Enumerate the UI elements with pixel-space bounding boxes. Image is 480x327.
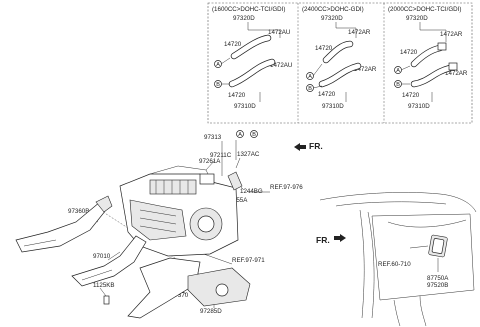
blower-hub xyxy=(197,215,215,233)
floor-duct-97370 xyxy=(127,257,201,319)
ref-label: REF.60-710 xyxy=(378,261,411,268)
part-label-bottom: 97310D xyxy=(322,103,344,110)
part-label: 1244BG xyxy=(240,188,263,195)
circle-b-label: B xyxy=(216,82,220,88)
part-label-a: 14720 xyxy=(224,41,242,48)
variant-header: (2400CC>DOHC-GDI) xyxy=(302,6,364,13)
ref-label: REF.97-976 xyxy=(270,184,303,191)
hvac-vent-grille xyxy=(149,179,197,195)
resistor-icon xyxy=(227,171,243,191)
part-label: 97360B xyxy=(68,208,89,215)
ref-label: REF.97-971 xyxy=(232,257,265,264)
part-label: 97261A xyxy=(199,158,221,165)
hvac-heater-core xyxy=(129,199,187,241)
part-label-top: 97320D xyxy=(233,15,255,22)
front-indicator-upper: FR. xyxy=(294,141,323,151)
part-label-top: 97320D xyxy=(406,15,428,22)
variant-2000cc: (2000CC>DOHC-TCI/GDI) 97320D 1472AR 1472… xyxy=(388,6,468,110)
circle-b-label: B xyxy=(252,132,256,138)
part-label-b: 14720 xyxy=(318,91,336,98)
part-label: 1327AC xyxy=(237,151,260,158)
circle-a-label: A xyxy=(216,62,220,68)
clamp-icon xyxy=(448,62,458,71)
cover-grommet xyxy=(215,283,229,297)
screw-icon xyxy=(103,295,110,305)
circle-b-label: B xyxy=(396,82,400,88)
circle-a-label: A xyxy=(238,132,242,138)
circle-a-icon xyxy=(214,60,222,68)
part-label: 87750A xyxy=(427,275,449,282)
part-label-au2: 1472AR xyxy=(354,66,377,73)
part-label: 97370 xyxy=(171,292,189,299)
front-label: FR. xyxy=(316,235,330,245)
part-label-a: 14720 xyxy=(315,45,333,52)
part-label-b: 14720 xyxy=(402,92,420,99)
circle-a-icon xyxy=(306,72,314,80)
circle-b-label: B xyxy=(308,86,312,92)
part-label: 97285D xyxy=(200,308,222,315)
part-label: 1125KB xyxy=(93,282,115,289)
circle-a-icon xyxy=(236,130,244,138)
part-label-a: 14720 xyxy=(400,49,418,56)
part-label-bottom: 97310D xyxy=(408,103,430,110)
front-label: FR. xyxy=(309,141,323,151)
variant-header: (2000CC>DOHC-TCI/GDI) xyxy=(388,6,461,13)
variant-frame xyxy=(207,2,473,124)
part-label: 97211C xyxy=(210,152,232,159)
side-duct-97360B xyxy=(15,201,107,253)
part-label: 97655A xyxy=(226,197,248,204)
circle-a-label: A xyxy=(396,68,400,74)
front-indicator-lower: FR. xyxy=(316,234,346,245)
circle-a-label: A xyxy=(308,74,312,80)
part-label: 97313 xyxy=(204,134,222,141)
part-label-au2: 1472AU xyxy=(270,62,292,69)
part-label-b: 14720 xyxy=(228,92,246,99)
front-arrow-icon xyxy=(334,234,346,242)
part-label-au1: 1472AU xyxy=(268,29,290,36)
rear-duct-97010 xyxy=(71,235,147,287)
variant-header: (1600CC>DOHC-TCI/GDI) xyxy=(212,6,285,13)
part-label-bottom: 97310D xyxy=(234,103,256,110)
circle-b-icon xyxy=(250,130,258,138)
part-label: 97520B xyxy=(427,282,448,289)
part-label-au1: 1472AR xyxy=(348,29,371,36)
main-assembly: 97313 97211C 97261A 1327AC 1244BG 97655A… xyxy=(15,130,303,319)
part-label: 97010 xyxy=(93,253,111,260)
part-label-au1: 1472AR xyxy=(440,31,463,38)
part-label-top: 97320D xyxy=(321,15,343,22)
clamp-icon xyxy=(437,42,447,51)
part-label-au2: 1472AR xyxy=(445,70,468,77)
variant-1600cc: (1600CC>DOHC-TCI/GDI) 97320D 14720 1472A… xyxy=(212,6,292,110)
variant-panels xyxy=(207,2,473,124)
variant-2400cc: (2400CC>DOHC-GDI) 97320D 1472AR 14720 14… xyxy=(302,6,377,110)
car-body-panel: REF.60-710 87750A 97520B xyxy=(319,192,477,327)
actuator-icon xyxy=(199,173,215,185)
front-arrow-icon xyxy=(294,143,306,151)
